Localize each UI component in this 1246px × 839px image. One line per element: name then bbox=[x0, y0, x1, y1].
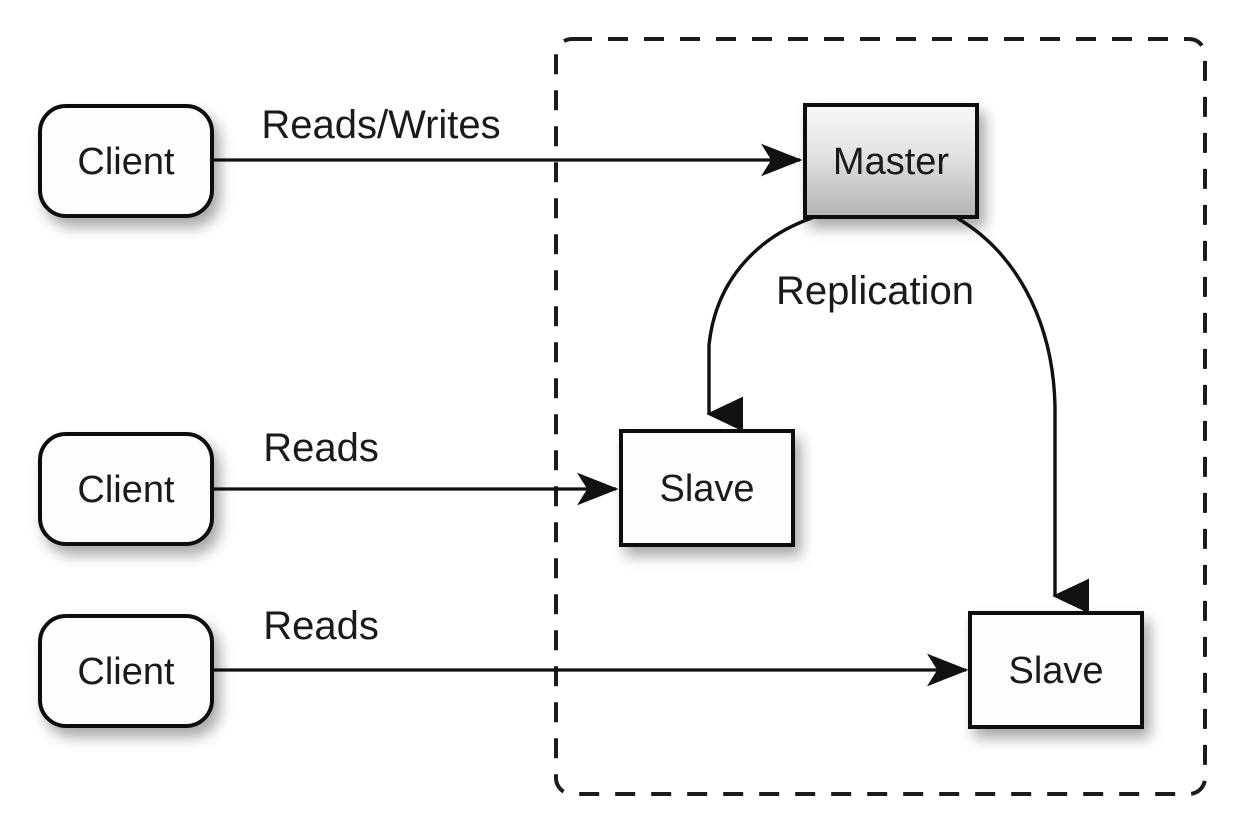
client-box-1 bbox=[38, 104, 214, 218]
slave-box-2 bbox=[968, 611, 1144, 729]
slave-label-2: Slave bbox=[1008, 650, 1103, 692]
client-node-1[interactable] bbox=[38, 104, 214, 218]
client-box-3 bbox=[38, 614, 214, 728]
client-node-2[interactable] bbox=[38, 432, 214, 546]
slave-label-1: Slave bbox=[659, 468, 754, 510]
database-cluster-boundary bbox=[554, 37, 1207, 796]
client-label-3: Client bbox=[77, 651, 175, 693]
edge-label-reads-1: Reads bbox=[263, 426, 379, 470]
client-label-2: Client bbox=[77, 469, 175, 511]
client-label-1: Client bbox=[77, 141, 175, 183]
client-box-2 bbox=[38, 432, 214, 546]
slave-box-1 bbox=[619, 429, 795, 547]
edge-master-slave2 bbox=[956, 216, 1089, 614]
slave-node-2[interactable] bbox=[968, 611, 1144, 729]
edge-label-reads-writes: Reads/Writes bbox=[261, 103, 500, 147]
edge-master-slave1 bbox=[706, 216, 813, 432]
slave-node-1[interactable] bbox=[619, 429, 795, 547]
master-node[interactable] bbox=[803, 103, 979, 219]
client-node-3[interactable] bbox=[38, 614, 214, 728]
master-label: Master bbox=[833, 141, 949, 183]
edge-label-reads-2: Reads bbox=[263, 604, 379, 648]
master-box bbox=[803, 103, 979, 219]
edge-label-replication: Replication bbox=[776, 269, 974, 313]
